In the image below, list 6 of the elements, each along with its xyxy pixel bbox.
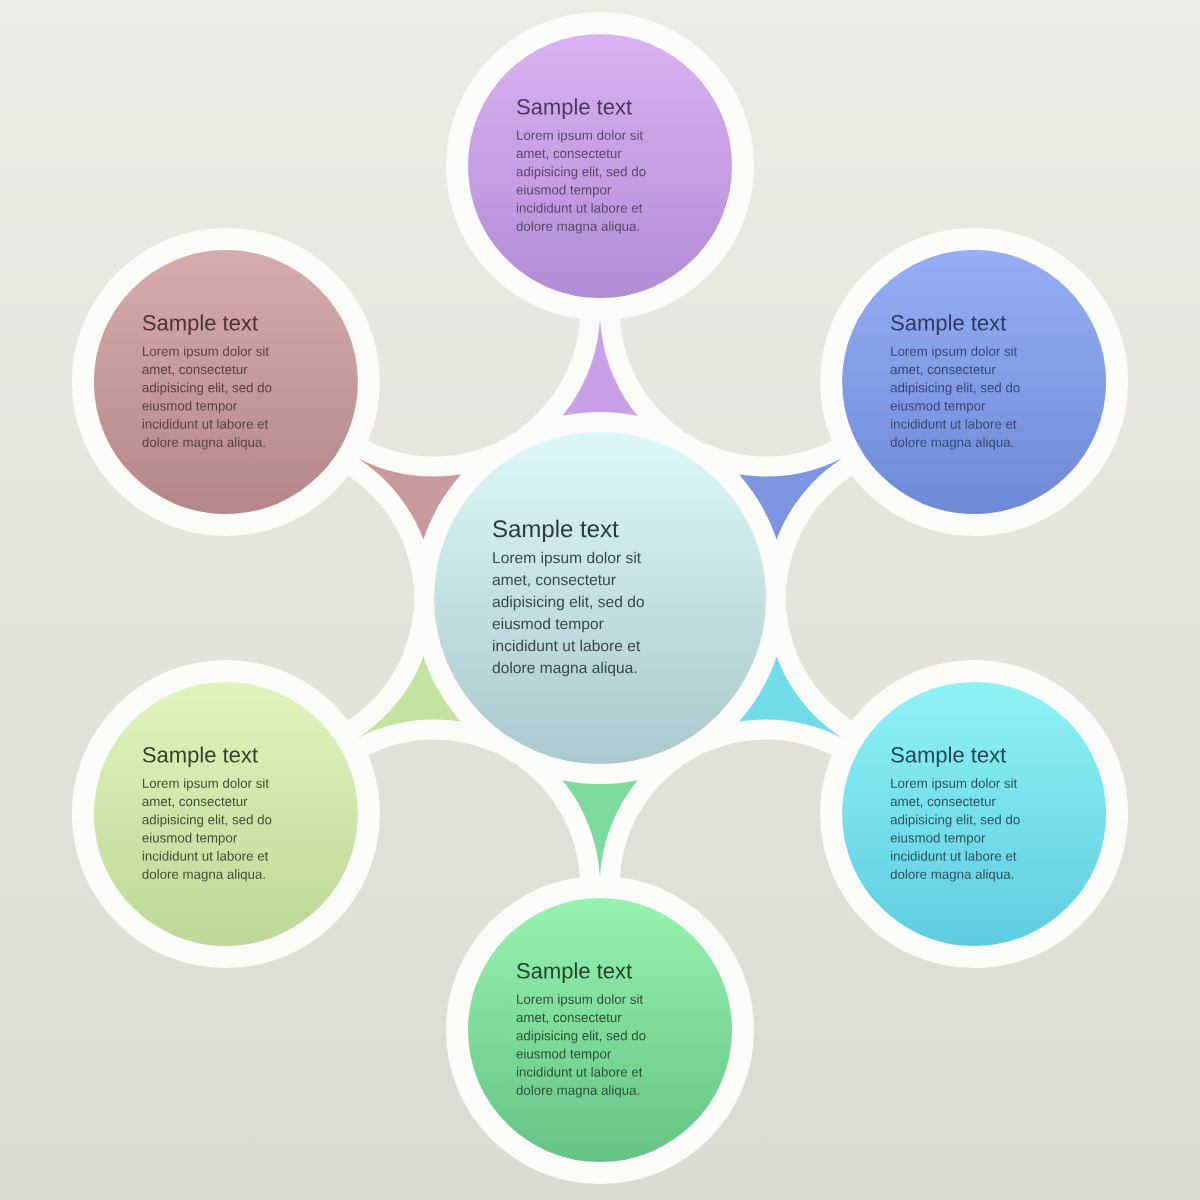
connector xyxy=(345,439,498,586)
connector xyxy=(345,610,498,757)
connector xyxy=(517,762,683,881)
connector xyxy=(702,439,855,586)
connector xyxy=(702,610,855,757)
connector xyxy=(517,315,683,434)
